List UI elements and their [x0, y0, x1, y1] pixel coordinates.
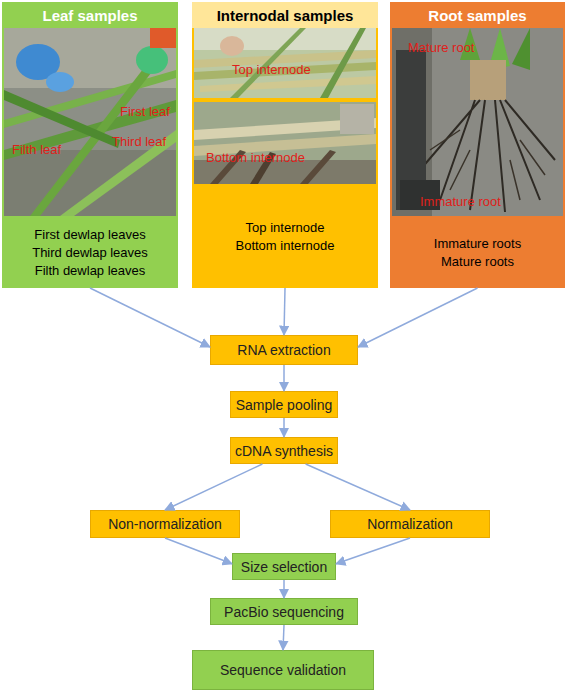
leaf-photo	[4, 28, 176, 216]
box-text: cDNA synthesis	[235, 443, 333, 459]
process-box: Non-normalization	[90, 510, 240, 538]
root-photo	[392, 28, 563, 216]
flow-arrow	[283, 418, 285, 437]
sample-item: Bottom internode	[235, 237, 334, 255]
photo-label: Filth leaf	[12, 142, 61, 157]
top-internode-photo	[194, 28, 376, 98]
box-text: Non-normalization	[108, 516, 222, 532]
process-box: RNA extraction	[210, 335, 358, 365]
panel-list: Top internodeBottom internode	[192, 186, 378, 288]
box-text: Sequence validation	[220, 662, 346, 678]
flow-arrow	[90, 288, 210, 347]
flow-arrow	[283, 625, 284, 650]
photo-label: First leaf	[120, 104, 170, 119]
flow-arrow	[283, 580, 285, 598]
flow-arrow	[165, 538, 232, 564]
flow-arrow	[283, 365, 285, 391]
panel-list: First dewlap leavesThird dewlap leavesFi…	[2, 218, 178, 288]
photo-label: Third leaf	[112, 134, 166, 149]
flow-arrow	[284, 288, 285, 335]
photo-label: Mature root	[408, 40, 474, 55]
box-text: RNA extraction	[237, 342, 330, 358]
box-text: Normalization	[367, 516, 453, 532]
panel-list: Immature rootsMature roots	[390, 218, 565, 288]
process-box: Sample pooling	[230, 391, 338, 418]
photo-label: Top internode	[232, 62, 311, 77]
bottom-internode-photo	[194, 102, 376, 184]
flow-arrow	[336, 538, 410, 564]
sample-item: Top internode	[246, 219, 325, 237]
photo-label: Immature root	[420, 194, 501, 209]
process-box-green: PacBio sequencing	[210, 598, 358, 625]
box-text: PacBio sequencing	[224, 604, 344, 620]
panel-heading: Internodal samples	[192, 2, 378, 28]
process-box-green: Size selection	[232, 553, 336, 580]
process-box-green: Sequence validation	[192, 650, 374, 690]
process-box: Normalization	[330, 510, 490, 538]
flow-arrow	[165, 464, 262, 510]
panel-heading: Root samples	[390, 2, 565, 28]
sample-item: Immature roots	[434, 235, 521, 253]
sample-item: Filth dewlap leaves	[35, 262, 146, 280]
flow-arrow	[358, 288, 478, 347]
flow-arrow	[306, 464, 410, 510]
box-text: Sample pooling	[236, 397, 333, 413]
photo-label: Bottom internode	[206, 150, 305, 165]
panel-heading: Leaf samples	[2, 2, 178, 28]
sample-item: Mature roots	[441, 253, 514, 271]
process-box: cDNA synthesis	[230, 437, 338, 464]
sample-item: Third dewlap leaves	[32, 244, 148, 262]
sample-item: First dewlap leaves	[34, 226, 145, 244]
box-text: Size selection	[241, 559, 327, 575]
